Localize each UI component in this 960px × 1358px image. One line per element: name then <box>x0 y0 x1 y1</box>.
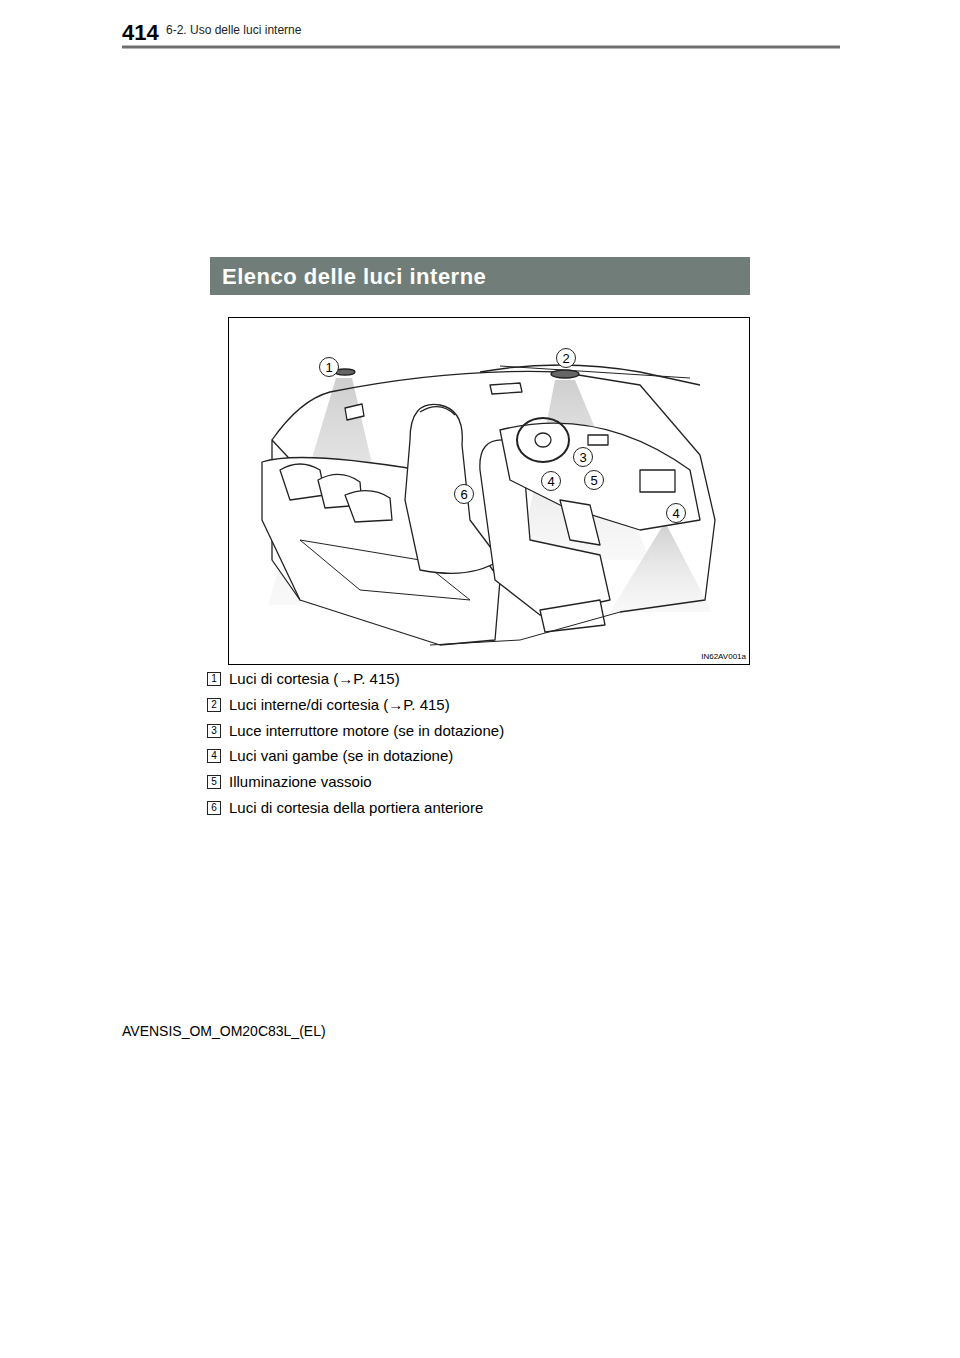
callout-number: 5 <box>590 474 597 487</box>
document-code: AVENSIS_OM_OM20C83L_(EL) <box>122 1023 326 1039</box>
header-rule <box>122 46 840 49</box>
list-text: Luci vani gambe (se in dotazione) <box>229 747 453 764</box>
callout-circle: 3 <box>573 447 593 467</box>
callout-number: 5 <box>211 777 217 787</box>
callout-circle: 2 <box>556 348 576 368</box>
callout-number: 2 <box>562 352 569 365</box>
callout-circle: 6 <box>454 484 474 504</box>
callout-number: 1 <box>211 674 217 684</box>
list-text: Luci di cortesia della portiera anterior… <box>229 799 483 816</box>
list-text: Luci interne/di cortesia (→P. 415) <box>229 696 450 713</box>
list-marker: 2 <box>207 698 221 712</box>
list-text: Luce interruttore motore (se in dotazion… <box>229 722 504 739</box>
callout-number: 2 <box>211 700 217 710</box>
section-title: Elenco delle luci interne <box>222 264 486 290</box>
list-marker: 1 <box>207 672 221 686</box>
page-number: 414 <box>122 20 159 45</box>
list-marker: 6 <box>207 801 221 815</box>
list-text: Illuminazione vassoio <box>229 773 372 790</box>
callout-number: 6 <box>460 488 467 501</box>
figure-frame <box>229 318 750 665</box>
running-header: 6-2. Uso delle luci interne <box>166 24 301 38</box>
callout-circle: 4 <box>666 503 686 523</box>
list-marker: 5 <box>207 775 221 789</box>
interior-illustration <box>262 365 715 645</box>
callout-circle: 1 <box>319 357 339 377</box>
list-marker: 3 <box>207 724 221 738</box>
callout-number: 4 <box>547 475 554 488</box>
callout-number: 4 <box>672 507 679 520</box>
figure-code: IN62AV001a <box>701 652 746 661</box>
callout-number: 4 <box>211 751 217 761</box>
callout-circle: 5 <box>584 470 604 490</box>
title-bar: Elenco delle luci interne <box>210 257 750 295</box>
callout-number: 3 <box>211 726 217 736</box>
callout-number: 3 <box>579 451 586 464</box>
callout-circle: 4 <box>541 471 561 491</box>
list-marker: 4 <box>207 749 221 763</box>
callout-number: 1 <box>325 361 332 374</box>
callout-number: 6 <box>211 803 217 813</box>
list-text: Luci di cortesia (→P. 415) <box>229 670 400 687</box>
